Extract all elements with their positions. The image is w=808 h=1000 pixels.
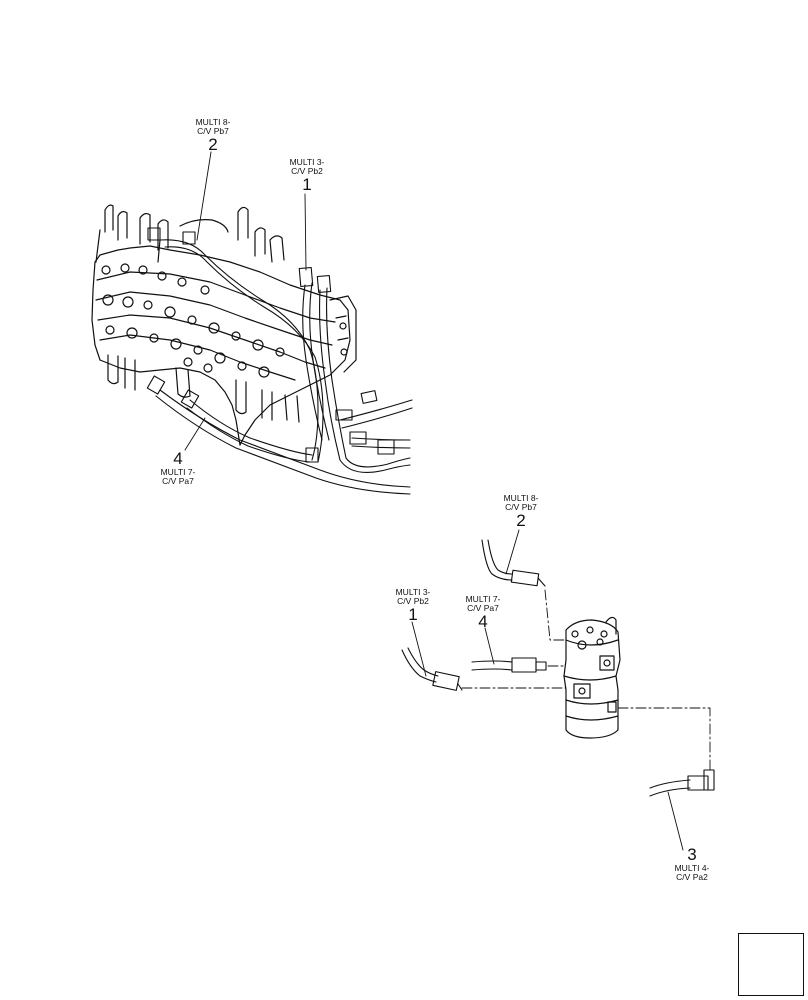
callout-number: 4 xyxy=(478,611,488,631)
callout-line1: MULTI 8- xyxy=(503,493,539,503)
callout-number: 2 xyxy=(208,134,218,154)
callout-line2: C/V Pb7 xyxy=(197,125,229,136)
callout-number: 1 xyxy=(408,604,418,624)
swivel-joint-icon xyxy=(563,616,621,739)
callout-line2: C/V Pa2 xyxy=(676,871,708,882)
callout-line2: C/V Pa7 xyxy=(467,602,499,613)
callout-2-upper: MULTI 8- C/V Pb7 2 xyxy=(190,118,236,154)
callout-line1: MULTI 3- xyxy=(395,587,431,597)
callout-1-lower: MULTI 3- C/V Pb2 1 xyxy=(390,588,436,624)
connection-lines xyxy=(461,589,711,771)
callout-number: 2 xyxy=(516,510,526,530)
next-page-button[interactable] xyxy=(738,933,804,996)
leader-lines-upper xyxy=(184,151,307,451)
callout-number: 1 xyxy=(302,174,312,194)
callout-4-upper: 4 MULTI 7- C/V Pa7 xyxy=(155,450,201,486)
control-valve-icon xyxy=(91,204,357,446)
callout-line2: C/V Pb2 xyxy=(291,165,323,176)
callout-line1: MULTI 7- xyxy=(465,594,501,604)
callout-line2: C/V Pb2 xyxy=(397,595,429,606)
hose-lines-upper xyxy=(146,227,413,495)
callout-3-lower: 3 MULTI 4- C/V Pa2 xyxy=(669,846,715,882)
callout-number: 4 xyxy=(173,449,183,468)
callout-line1: MULTI 7- xyxy=(160,466,196,477)
callout-line1: MULTI 4- xyxy=(674,862,710,873)
callout-4-lower: MULTI 7- C/V Pa7 4 xyxy=(460,595,506,631)
callout-line2: C/V Pa7 xyxy=(162,475,194,486)
callout-number: 3 xyxy=(687,845,697,864)
callout-line1: MULTI 8- xyxy=(195,117,231,127)
callout-line1: MULTI 3- xyxy=(289,157,325,167)
callout-2-lower: MULTI 8- C/V Pb7 2 xyxy=(498,494,544,530)
hose-lines-lower xyxy=(401,539,715,797)
callout-1-upper: MULTI 3- C/V Pb2 1 xyxy=(284,158,330,194)
callout-line2: C/V Pb7 xyxy=(505,501,537,512)
leader-lines-lower xyxy=(411,529,684,851)
